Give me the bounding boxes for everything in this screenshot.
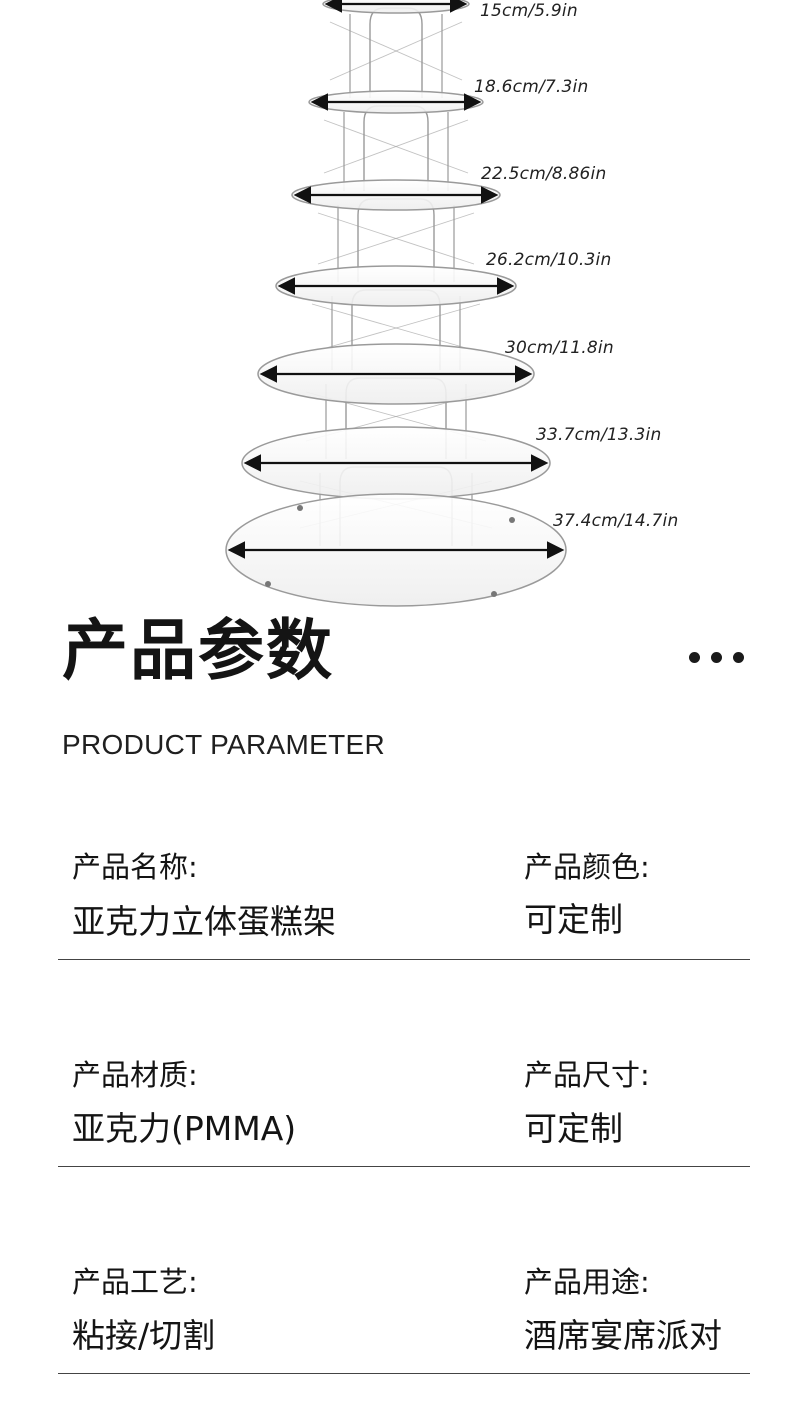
- dimension-label-tier-6: 33.7cm/13.3in: [536, 425, 662, 445]
- section-subtitle: PRODUCT PARAMETER: [62, 729, 385, 760]
- param-value: 亚克力(PMMA): [72, 1109, 297, 1148]
- support-panel: [363, 105, 429, 191]
- dimension-label-tier-4: 26.2cm/10.3in: [486, 250, 612, 270]
- dimension-label-tier-1: 15cm/5.9in: [480, 1, 578, 21]
- dimension-label-tier-3: 22.5cm/8.86in: [481, 164, 607, 184]
- param-label: 产品颜色:: [524, 850, 650, 884]
- param-label: 产品尺寸:: [524, 1058, 650, 1092]
- tier-disc: [322, 0, 470, 14]
- screw-hole: [297, 505, 303, 511]
- section-title: 产品参数: [62, 612, 334, 689]
- param-label: 产品用途:: [524, 1265, 650, 1299]
- param-value: 粘接/切割: [72, 1316, 216, 1355]
- param-label: 产品名称:: [72, 850, 198, 884]
- param-value: 可定制: [524, 1109, 623, 1148]
- support-panel: [369, 7, 423, 98]
- support-cross: [323, 119, 469, 174]
- screw-hole: [491, 591, 497, 597]
- support-cross: [317, 212, 475, 265]
- screw-hole: [509, 517, 515, 523]
- param-row-material-size: 产品材质: 亚克力(PMMA) 产品尺寸: 可定制: [58, 1006, 750, 1167]
- support-cross: [311, 303, 481, 353]
- dimension-label-tier-2: 18.6cm/7.3in: [474, 77, 589, 97]
- param-row-name-color: 产品名称: 亚克力立体蛋糕架 产品颜色: 可定制: [58, 799, 750, 960]
- param-label: 产品工艺:: [72, 1265, 198, 1299]
- param-row-craft-usage: 产品工艺: 粘接/切割 产品用途: 酒席宴席派对: [58, 1213, 750, 1374]
- cake-stand-illustration: 15cm/5.9in 18.6cm/7.3in 22.5cm/8.86in 26…: [0, 0, 790, 620]
- support-cross: [329, 21, 463, 81]
- param-value: 酒席宴席派对: [524, 1316, 722, 1355]
- param-label: 产品材质:: [72, 1058, 198, 1092]
- dimension-label-tier-7: 37.4cm/14.7in: [553, 511, 679, 531]
- param-value: 亚克力立体蛋糕架: [72, 902, 336, 941]
- dimension-label-tier-5: 30cm/11.8in: [505, 338, 614, 358]
- screw-hole: [265, 581, 271, 587]
- cake-stand-drawing: [225, 0, 567, 607]
- more-dots-icon: [689, 652, 744, 663]
- param-value: 可定制: [524, 900, 623, 939]
